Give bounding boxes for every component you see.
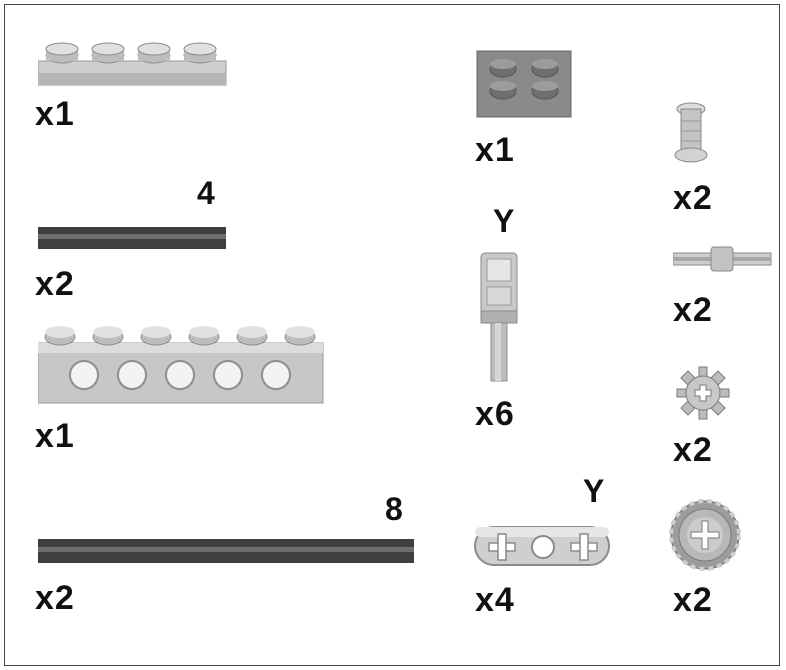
liftarm-3-color-label: Y xyxy=(583,473,605,509)
liftarm-3-qty: x4 xyxy=(475,581,515,619)
axle-8-qty: x2 xyxy=(35,579,75,617)
short-axle-qty: x2 xyxy=(673,291,713,329)
axle-connector-qty: x6 xyxy=(475,395,515,433)
plate-1x4-qty: x1 xyxy=(35,95,75,133)
gear-24-tooth-qty: x2 xyxy=(673,581,713,619)
plate-2x2-icon xyxy=(476,50,572,118)
gear-24-tooth-icon xyxy=(669,499,741,571)
axle-8-icon xyxy=(38,539,414,563)
axle-4-length: 4 xyxy=(197,175,215,211)
bush-qty: x2 xyxy=(673,179,713,217)
technic-brick-1x6-qty: x1 xyxy=(35,417,75,455)
axle-4-icon xyxy=(38,227,226,249)
gear-8-tooth-qty: x2 xyxy=(673,431,713,469)
axle-4-qty: x2 xyxy=(35,265,75,303)
axle-connector-icon xyxy=(480,252,518,382)
bush-icon xyxy=(674,102,708,163)
parts-list-panel: x1 4 x2 x1 8 x2 xyxy=(4,4,780,666)
gear-8-tooth-icon xyxy=(676,366,730,420)
axle-8-length: 8 xyxy=(385,491,403,527)
liftarm-3-icon xyxy=(474,526,610,566)
plate-1x4-icon xyxy=(38,42,227,86)
short-axle-icon xyxy=(673,246,772,272)
technic-brick-1x6-icon xyxy=(38,326,324,404)
plate-2x2-qty: x1 xyxy=(475,131,515,169)
axle-connector-color-label: Y xyxy=(493,203,515,239)
